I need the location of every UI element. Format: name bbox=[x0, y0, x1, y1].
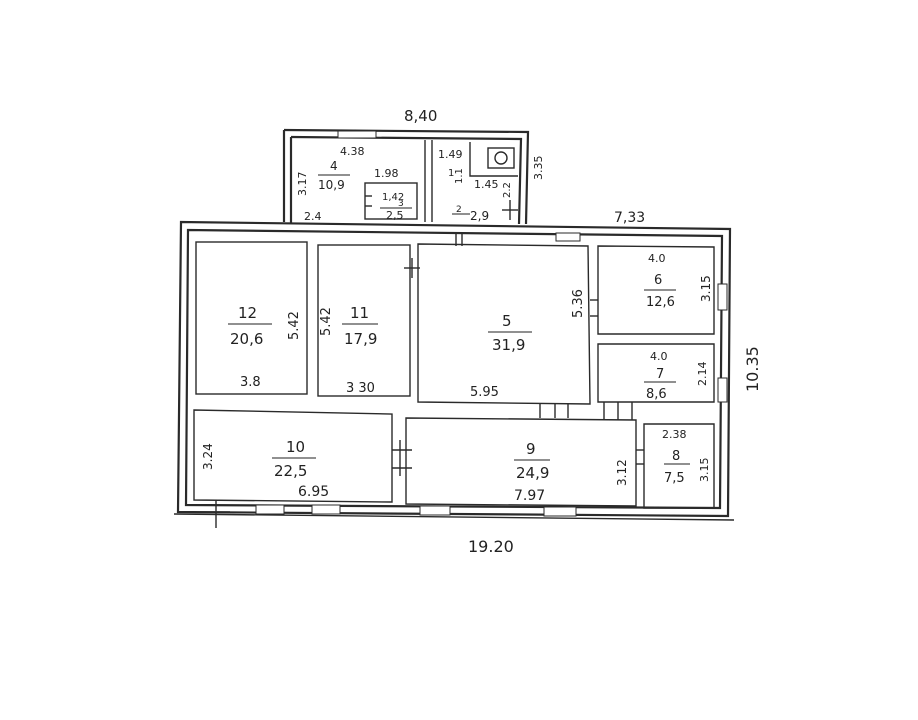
window-top-room5 bbox=[555, 232, 581, 242]
room-number: 4 bbox=[330, 159, 338, 173]
dim-total-width: 19.20 bbox=[468, 537, 514, 556]
dimension-lines bbox=[173, 513, 735, 521]
room-dim: 4.38 bbox=[340, 145, 365, 158]
room-dim: 4.0 bbox=[650, 350, 668, 363]
room-dim: 1,42 bbox=[382, 192, 404, 203]
room-number: 6 bbox=[654, 273, 662, 288]
room-number: 12 bbox=[238, 304, 257, 322]
room-area: 22,5 bbox=[274, 462, 307, 480]
room-area: 31,9 bbox=[492, 336, 525, 354]
room-area: 7,5 bbox=[664, 471, 685, 486]
window-annex-top bbox=[337, 130, 377, 139]
window-bottom-room10a bbox=[255, 504, 285, 515]
dim-top-width: 8,40 bbox=[404, 107, 437, 125]
dim-right-width: 7,33 bbox=[614, 210, 645, 226]
room-8: 2.38 8 7,5 3.15 bbox=[662, 428, 711, 486]
room-dim: 5.36 bbox=[571, 289, 586, 318]
room-4: 4 10,9 4.38 3.17 2.4 bbox=[296, 145, 365, 223]
room-dim: 3.15 bbox=[699, 275, 713, 302]
room-dim: 1.98 bbox=[374, 167, 399, 180]
room-number: 9 bbox=[526, 440, 536, 458]
room-dim: 2.14 bbox=[696, 362, 709, 387]
room-number: 10 bbox=[286, 438, 305, 456]
room-area: 17,9 bbox=[344, 330, 377, 348]
annex-room-1-label: 1 bbox=[448, 168, 454, 179]
room-number: 7 bbox=[656, 367, 664, 382]
room-dim: 4.0 bbox=[648, 252, 666, 265]
room-area: 8,6 bbox=[646, 387, 667, 402]
room-number: 3 bbox=[398, 199, 404, 209]
room-dim: 3.17 bbox=[296, 172, 309, 197]
window-right-room6 bbox=[717, 283, 728, 311]
room-5: 5 31,9 5.36 5.95 bbox=[470, 289, 586, 400]
room-area: 20,6 bbox=[230, 330, 263, 348]
room-dim: 2.4 bbox=[304, 210, 322, 223]
room-dim: 6.95 bbox=[298, 484, 329, 500]
window-bottom-room9a bbox=[419, 505, 451, 516]
room-2: 1.49 1.45 2.2 1.1 2 2,9 1 bbox=[438, 148, 513, 223]
room-number: 5 bbox=[502, 312, 512, 330]
room-area: 2,5 bbox=[386, 209, 404, 222]
room-dim: 5.95 bbox=[470, 385, 499, 400]
room-dim: 5.42 bbox=[319, 307, 334, 336]
room-12: 12 20,6 5.42 3.8 bbox=[228, 304, 302, 390]
room-dim: 2.38 bbox=[662, 428, 687, 441]
room-number: 11 bbox=[350, 304, 369, 322]
room-dim: 7.97 bbox=[514, 488, 545, 504]
room-number: 2 bbox=[456, 205, 462, 215]
room-dim: 3.8 bbox=[240, 375, 261, 390]
dim-total-height: 10.35 bbox=[743, 346, 762, 392]
windows bbox=[255, 130, 728, 517]
window-bottom-room10b bbox=[311, 504, 341, 515]
room-10: 10 22,5 3.24 6.95 bbox=[201, 438, 329, 500]
window-bottom-room9b bbox=[543, 506, 577, 517]
room-dim: 1.49 bbox=[438, 148, 463, 161]
room-11: 11 17,9 5.42 3 30 bbox=[319, 304, 378, 396]
room-dim: 1.1 bbox=[454, 168, 465, 184]
room-3: 1.98 1,42 3 2,5 bbox=[374, 167, 412, 222]
room-dim: 2.2 bbox=[502, 182, 513, 198]
room-dim: 3.15 bbox=[698, 458, 711, 483]
room-area: 10,9 bbox=[318, 178, 345, 192]
room-dim: 3.24 bbox=[201, 443, 215, 470]
room-dim: 5.42 bbox=[287, 311, 302, 340]
room-dim: 1.45 bbox=[474, 178, 499, 191]
outer-walls bbox=[176, 128, 732, 518]
room-9: 9 24,9 7.97 3.12 bbox=[514, 440, 629, 504]
overall-dimensions: 8,40 7,33 19.20 10.35 3.35 bbox=[404, 107, 762, 556]
room-number: 8 bbox=[672, 449, 680, 464]
room-dim: 3 30 bbox=[346, 381, 375, 396]
interior-walls bbox=[193, 140, 715, 509]
window-right-room7 bbox=[717, 377, 728, 403]
room-area: 2,9 bbox=[470, 209, 489, 223]
doors bbox=[200, 195, 644, 528]
room-area: 24,9 bbox=[516, 464, 549, 482]
dim-annex-height: 3.35 bbox=[532, 156, 545, 181]
room-dim: 3.12 bbox=[615, 459, 629, 486]
room-6: 4.0 6 12,6 3.15 bbox=[644, 252, 713, 310]
room-7: 4.0 7 8,6 2.14 bbox=[644, 350, 709, 402]
room-area: 12,6 bbox=[646, 295, 675, 310]
